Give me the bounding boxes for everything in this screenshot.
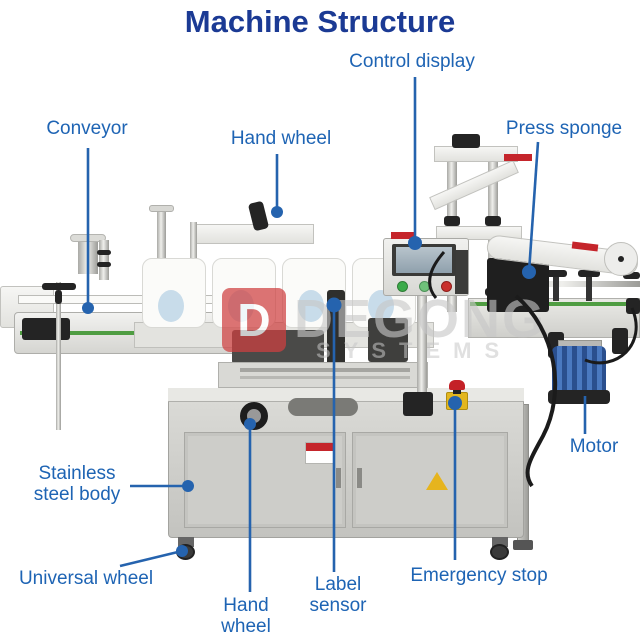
panel-button-red (441, 281, 452, 292)
cables (428, 251, 638, 488)
label-universal-wheel: Universal wheel (18, 568, 154, 589)
door-handle (357, 468, 362, 488)
left-tknob-bar (42, 283, 76, 290)
press-sponge-block (487, 258, 549, 312)
label-stainless-steel-body: Stainless steel body (33, 463, 121, 505)
gantry-collar (444, 216, 460, 226)
right-conveyor-belt-stripe (470, 302, 640, 306)
label-conveyor: Conveyor (46, 118, 128, 139)
belt-clamp-knob (612, 328, 628, 354)
rail-tknob (545, 270, 567, 277)
caster-bracket (492, 537, 508, 547)
label-motor: Motor (569, 436, 619, 457)
electric-hazard-icon (426, 472, 448, 490)
right-guide-rail (498, 281, 640, 287)
leader-universal-wheel (119, 549, 183, 568)
applicator-bar (240, 376, 410, 379)
left-conveyor-belt-stripe (20, 331, 226, 335)
label-roll-spot (298, 290, 324, 322)
collar-ring-1 (97, 250, 111, 255)
display-pole (417, 292, 427, 394)
label-control-display: Control display (349, 51, 475, 72)
right-end-knob (626, 298, 640, 314)
top-shadow (288, 398, 358, 416)
brand-sticker (391, 232, 415, 239)
gantry-top-cap (452, 134, 480, 148)
conveyor-leg-foot (513, 540, 533, 550)
universal-wheel-part (490, 544, 509, 560)
rail-tknob-stem (553, 277, 559, 301)
left-tknob-stem (55, 290, 62, 304)
head-post-1 (157, 210, 166, 262)
rail-tknob-stem (586, 277, 592, 301)
panel-button-green (397, 281, 408, 292)
emergency-stop-button (449, 380, 465, 390)
head-post-2 (190, 222, 197, 262)
estop-stem (453, 388, 461, 394)
motor-body (552, 346, 606, 396)
leader-dots (82, 206, 536, 557)
door-handle (336, 468, 341, 488)
gantry-collar (485, 216, 501, 226)
brand-sticker (504, 154, 532, 161)
label-roll-spot (158, 290, 184, 322)
sensor-bracket (368, 318, 408, 362)
panel-side-shade (455, 250, 468, 294)
left-adjust-rod (56, 282, 61, 430)
display-pole-foot (403, 392, 433, 416)
applicator-plate (218, 362, 428, 388)
rail-tknob (578, 270, 600, 277)
collar-rod (99, 240, 109, 280)
label-hand-wheel-bottom: Hand wheel (221, 595, 271, 637)
label-press-sponge: Press sponge (505, 118, 623, 139)
caster-bracket (178, 537, 194, 547)
label-label-sensor: Label sensor (309, 574, 367, 616)
leader-press-sponge (527, 141, 540, 273)
label-hand-wheel-top: Hand wheel (230, 128, 332, 149)
arm-screw (618, 256, 624, 262)
rail-tknob (623, 272, 640, 279)
page-title: Machine Structure (184, 4, 456, 39)
motor-cap (548, 390, 610, 404)
label-emergency-stop: Emergency stop (410, 565, 548, 586)
head-post-cap (149, 205, 174, 212)
collar-ring-2 (97, 262, 111, 267)
applicator-bar (240, 368, 410, 372)
